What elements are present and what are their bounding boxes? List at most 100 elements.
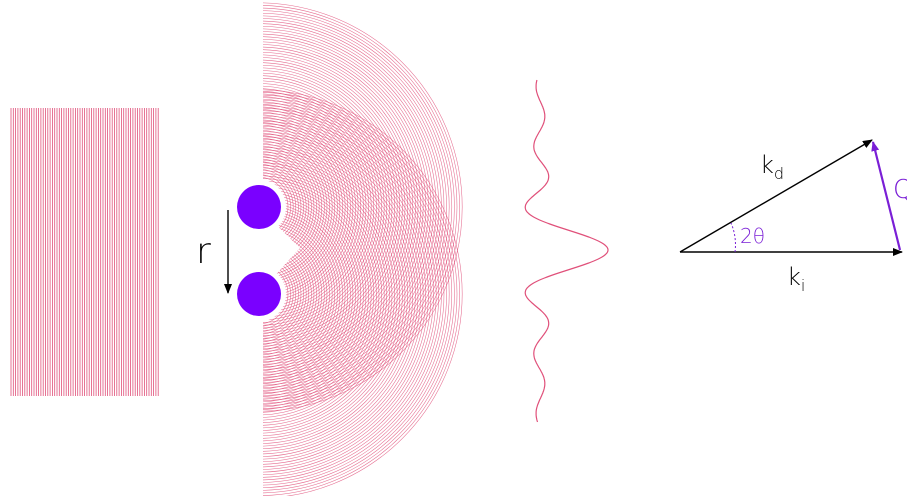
scattered-wavefront — [263, 67, 398, 347]
scattered-wavefront — [263, 188, 364, 400]
scattered-wavefront — [263, 185, 367, 403]
scattered-wavefront — [263, 78, 388, 336]
scattered-wavefront — [263, 97, 455, 491]
scattered-wavefront — [263, 132, 333, 282]
scattered-wavefront — [263, 44, 421, 370]
scattered-wavefront — [263, 122, 343, 292]
scattered-wavefront — [263, 150, 315, 264]
scattered-wavefront — [263, 124, 341, 290]
scattered-wavefront — [263, 119, 346, 295]
scattered-wavefront — [263, 104, 362, 310]
scattered-wavefront — [263, 83, 382, 331]
scattered-wavefront — [263, 245, 307, 343]
scattered-wavefront — [263, 258, 294, 330]
scattered-wavefront — [263, 175, 377, 413]
scattered-wavefront — [263, 136, 416, 452]
scattered-wavefront — [263, 152, 401, 436]
scattered-wavefront — [263, 26, 440, 388]
scattered-wavefront — [263, 165, 388, 423]
angle-arc — [730, 222, 736, 253]
scattered-wavefront — [263, 159, 393, 429]
scattered-wavefront — [263, 2, 463, 412]
atom-bottom — [237, 272, 281, 316]
scattered-wavefront — [263, 180, 372, 408]
scattered-wavefront — [263, 41, 424, 373]
scattered-wavefront — [263, 123, 429, 465]
scattered-wavefront — [263, 107, 445, 481]
q-label: Q — [893, 175, 907, 205]
scattered-wavefront — [263, 102, 450, 486]
scattered-wavefront — [263, 12, 453, 402]
scattered-wavefront — [263, 114, 351, 300]
scattered-wavefront — [263, 7, 458, 407]
scattered-wavefront — [263, 157, 395, 431]
scattered-wavefront — [263, 232, 320, 356]
scattered-wavefront — [263, 243, 310, 345]
scattered-wavefront — [263, 256, 297, 332]
scattered-wavefront — [263, 219, 333, 369]
scattered-wavefront — [263, 10, 455, 404]
scattered-wavefront — [263, 94, 458, 494]
scattered-wavefront — [263, 93, 372, 321]
scattered-wavefront — [263, 164, 302, 250]
scattered-wavefront — [263, 99, 453, 489]
scattered-wavefront — [263, 237, 315, 351]
scattered-wavefront — [263, 158, 307, 256]
separation-label: r — [196, 231, 211, 272]
scattered-wavefront — [263, 141, 411, 447]
kd-vector — [679, 139, 873, 253]
atom-top — [237, 185, 281, 229]
scattered-wavefront — [263, 98, 367, 316]
scattered-wavefront — [263, 177, 289, 237]
scattered-wavefront — [263, 89, 463, 496]
scattered-wavefront — [263, 20, 445, 394]
incident-plane-waves — [10, 108, 159, 396]
scattered-wavefront — [263, 23, 442, 391]
scattered-wavefront — [263, 105, 447, 483]
scattered-wavefront — [263, 31, 434, 383]
scattered-wavefront — [263, 227, 325, 361]
halo-wedge — [258, 207, 300, 294]
scattered-wavefront — [263, 148, 317, 266]
scattered-wavefront — [263, 206, 346, 382]
scattered-wavefront — [263, 28, 437, 386]
scattered-wavefront — [263, 154, 398, 434]
scattered-wavefront — [263, 126, 427, 462]
scattered-wavefront — [263, 15, 450, 399]
scattered-wavefront — [263, 209, 343, 379]
scattered-wavefront — [263, 145, 320, 269]
scattered-wavefront — [263, 139, 414, 449]
scattered-wavefront — [263, 149, 403, 439]
scattered-wavefront — [263, 170, 382, 418]
scattered-wavefront — [263, 118, 434, 470]
q-vector — [871, 141, 902, 251]
scattered-wavefront — [263, 70, 395, 344]
scattered-wavefront — [263, 172, 380, 416]
scattered-wavefront — [263, 85, 380, 329]
scattered-wavefront — [263, 109, 356, 305]
scattered-wavefront — [263, 198, 354, 390]
scattered-wavefront — [263, 178, 375, 410]
scattered-waves-bottom-atom — [263, 89, 463, 496]
scattered-wavefront — [263, 49, 416, 365]
scattered-wavefront — [263, 156, 310, 258]
scattered-wavefront — [263, 131, 421, 457]
scattered-wavefront — [263, 144, 408, 444]
scattered-wavefront — [263, 240, 312, 348]
scattered-wavefront — [263, 137, 328, 277]
scattered-wavefront — [263, 204, 349, 384]
scattered-wavefront — [263, 46, 419, 368]
scattered-wavefront — [263, 166, 299, 248]
scattered-wavefront — [263, 171, 294, 243]
scattered-wavefront — [263, 110, 442, 478]
scattered-wavefront — [263, 62, 403, 352]
interference-pattern — [524, 79, 609, 423]
scattered-wavefront — [263, 96, 369, 318]
scattered-wavefront — [263, 183, 369, 405]
scattered-wavefront — [263, 217, 336, 371]
scattered-wavefront — [263, 162, 390, 426]
scattered-wavefront — [263, 174, 291, 240]
scattered-wavefront — [263, 106, 359, 308]
scattered-wavefront — [263, 120, 432, 468]
